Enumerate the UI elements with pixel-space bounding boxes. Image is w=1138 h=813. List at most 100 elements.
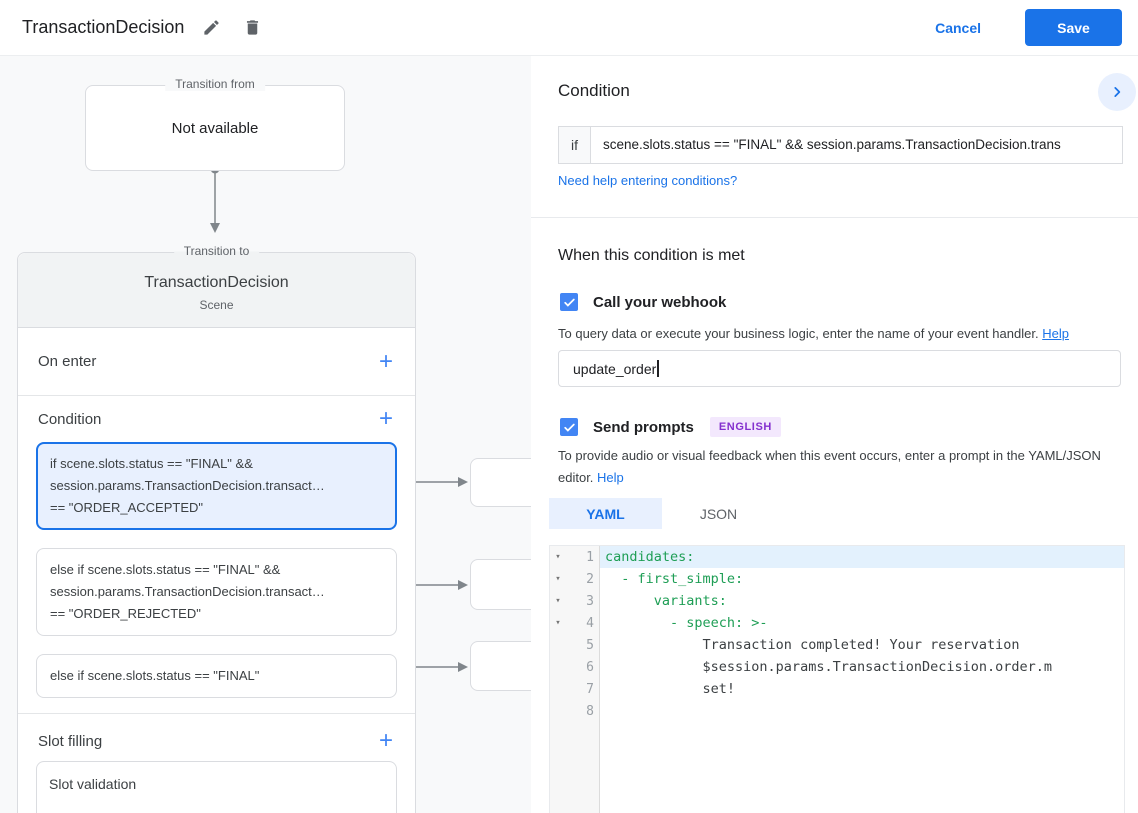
prompts-description-text: To provide audio or visual feedback when… <box>558 448 1101 485</box>
condition-detail-panel: Condition if scene.slots.status == "FINA… <box>531 55 1138 813</box>
condition-card-line: else if scene.slots.status == "FINAL" <box>50 668 260 683</box>
prompts-description: To provide audio or visual feedback when… <box>558 445 1113 489</box>
editor-line-gutter: 6 <box>550 656 600 678</box>
code-text: Transaction completed! Your reservation <box>605 637 1020 653</box>
editor-gutter <box>550 546 600 813</box>
line-number: 1 <box>586 549 594 565</box>
pencil-icon <box>202 18 221 37</box>
scene-name: TransactionDecision <box>144 274 289 291</box>
if-prefix: if <box>559 127 591 163</box>
editor-line: ▾4 - speech: >- <box>550 612 1124 634</box>
transition-target-node[interactable] <box>470 641 531 691</box>
add-on-enter-button[interactable]: + <box>378 347 393 375</box>
editor-line: ▾2 - first_simple: <box>550 568 1124 590</box>
transition-target-node[interactable] <box>470 458 531 507</box>
scene-header[interactable]: TransactionDecision Scene <box>18 253 415 328</box>
add-condition-button[interactable]: + <box>378 405 393 432</box>
webhook-help-link[interactable]: Help <box>1042 326 1069 341</box>
code-text: - first_simple: <box>605 571 744 587</box>
send-prompts-row: Send prompts ENGLISH <box>560 417 781 437</box>
code-text: $session.params.TransactionDecision.orde… <box>605 659 1053 675</box>
conditions-help-link[interactable]: Need help entering conditions? <box>558 173 738 188</box>
section-divider <box>18 713 415 714</box>
line-number: 3 <box>586 593 594 609</box>
top-bar: TransactionDecision Cancel Save <box>0 0 1138 56</box>
panel-divider <box>531 217 1138 218</box>
line-number: 2 <box>586 571 594 587</box>
chevron-right-icon <box>1110 85 1124 99</box>
collapse-panel-button[interactable] <box>1098 73 1136 111</box>
page-title: TransactionDecision <box>22 17 185 37</box>
fold-triangle-icon[interactable]: ▾ <box>555 552 561 562</box>
slot-validation-label: Slot validation <box>49 776 137 792</box>
line-number: 7 <box>586 681 594 697</box>
checkmark-icon <box>563 421 576 434</box>
tab-yaml[interactable]: YAML <box>549 498 662 529</box>
code-text <box>600 700 1124 722</box>
condition-card-line: session.params.TransactionDecision.trans… <box>50 584 325 599</box>
editor-line: 6 $session.params.TransactionDecision.or… <box>550 656 1124 678</box>
on-enter-section: On enter + <box>18 328 415 396</box>
prompt-editor-tabs: YAML JSON <box>549 498 775 529</box>
editor-line: 5 Transaction completed! Your reservatio… <box>550 634 1124 656</box>
editor-line: 8 <box>550 700 1124 722</box>
editor-line-gutter: 5 <box>550 634 600 656</box>
condition-card[interactable]: else if scene.slots.status == "FINAL" &&… <box>36 548 397 636</box>
slot-filling-section: Slot filling + <box>18 714 415 768</box>
code-text: candidates: <box>600 546 1124 568</box>
condition-card-line: == "ORDER_REJECTED" <box>50 606 201 621</box>
when-condition-met-title: When this condition is met <box>558 247 745 264</box>
call-webhook-label: Call your webhook <box>593 293 727 311</box>
fold-triangle-icon[interactable]: ▾ <box>555 574 561 584</box>
editor-line: 7 set! <box>550 678 1124 700</box>
save-button[interactable]: Save <box>1025 9 1122 46</box>
editor-line-gutter: ▾2 <box>550 568 600 590</box>
line-number: 6 <box>586 659 594 675</box>
condition-card[interactable]: else if scene.slots.status == "FINAL" <box>36 654 397 698</box>
transition-from-node[interactable]: Transition from Not available <box>85 77 345 171</box>
editor-line-gutter: 8 <box>550 700 600 722</box>
condition-card-line: else if scene.slots.status == "FINAL" && <box>50 562 281 577</box>
tab-json[interactable]: JSON <box>699 505 738 522</box>
scene-flow-canvas: Transition from Not available Transition… <box>0 55 531 813</box>
transition-to-scene-card: Transition to TransactionDecision Scene … <box>17 244 416 813</box>
language-badge: ENGLISH <box>709 417 781 437</box>
condition-expression-input[interactable]: scene.slots.status == "FINAL" && session… <box>603 137 1061 152</box>
prompts-help-link[interactable]: Help <box>597 470 624 485</box>
slot-validation-card[interactable]: Slot validation <box>36 761 397 813</box>
trash-icon <box>243 18 262 37</box>
send-prompts-label: Send prompts <box>593 418 694 436</box>
editor-line-gutter: 7 <box>550 678 600 700</box>
event-handler-input[interactable]: update_order <box>558 350 1121 387</box>
editor-line: ▾3 variants: <box>550 590 1124 612</box>
transition-target-node[interactable] <box>470 559 531 610</box>
code-text: set! <box>605 681 736 697</box>
send-prompts-checkbox[interactable] <box>560 418 578 436</box>
panel-title: Condition <box>558 81 630 100</box>
on-enter-label: On enter <box>38 353 97 370</box>
condition-card-line: if scene.slots.status == "FINAL" && <box>50 456 253 471</box>
fold-triangle-icon[interactable]: ▾ <box>555 618 561 628</box>
condition-expression-row: if scene.slots.status == "FINAL" && sess… <box>558 126 1123 164</box>
line-number: 8 <box>586 703 594 719</box>
webhook-description-text: To query data or execute your business l… <box>558 326 1039 341</box>
scene-type: Scene <box>199 298 234 312</box>
webhook-description: To query data or execute your business l… <box>558 323 1069 345</box>
call-webhook-checkbox[interactable] <box>560 293 578 311</box>
editor-line-gutter: ▾3 <box>550 590 600 612</box>
delete-scene-button[interactable] <box>239 14 266 41</box>
transition-from-value: Not available <box>171 119 259 137</box>
cancel-button[interactable]: Cancel <box>929 19 987 37</box>
add-slot-button[interactable]: + <box>378 727 393 754</box>
editor-line: ▾ 1 candidates: <box>550 546 1124 568</box>
transition-from-label: Transition from <box>165 77 265 91</box>
call-webhook-row: Call your webhook <box>560 293 726 311</box>
fold-triangle-icon[interactable]: ▾ <box>555 596 561 606</box>
edit-scene-button[interactable] <box>198 14 225 41</box>
slot-filling-label: Slot filling <box>38 732 103 750</box>
condition-card-line: == "ORDER_ACCEPTED" <box>50 500 203 515</box>
condition-section: Condition + <box>18 396 415 442</box>
condition-card[interactable]: if scene.slots.status == "FINAL" &&sessi… <box>36 442 397 530</box>
